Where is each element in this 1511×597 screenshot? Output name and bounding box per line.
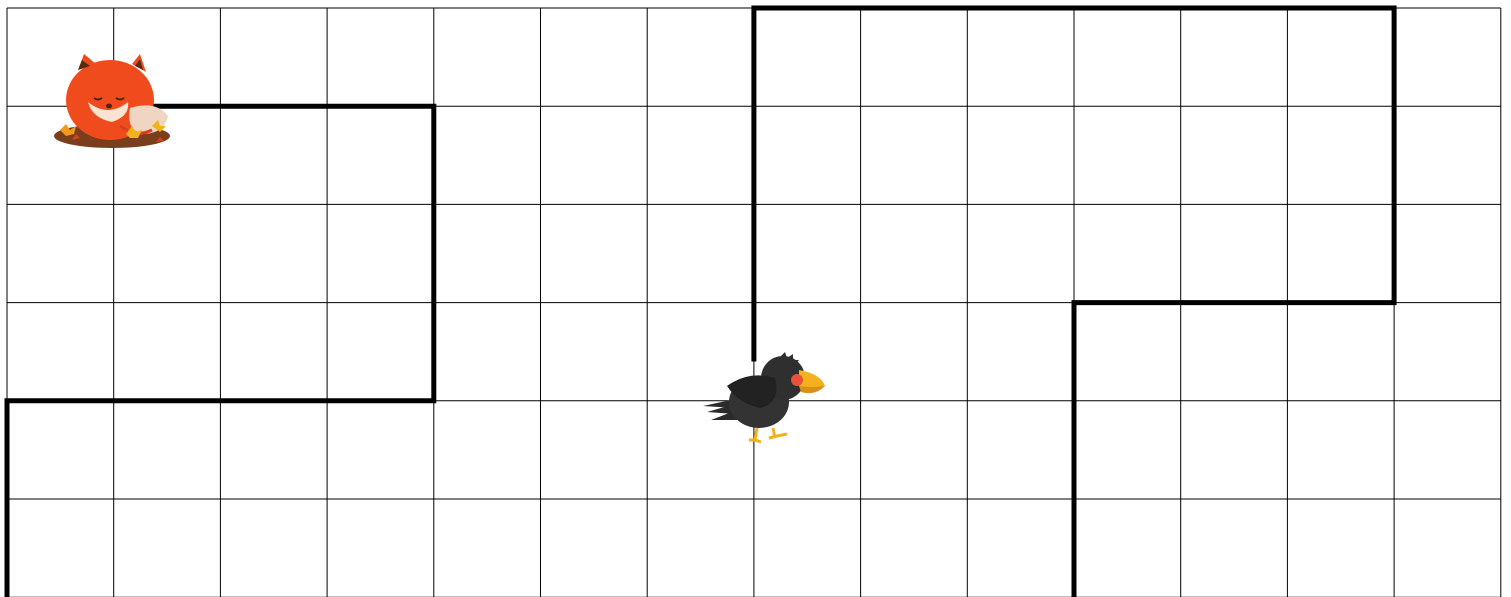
game-board (0, 0, 1511, 597)
